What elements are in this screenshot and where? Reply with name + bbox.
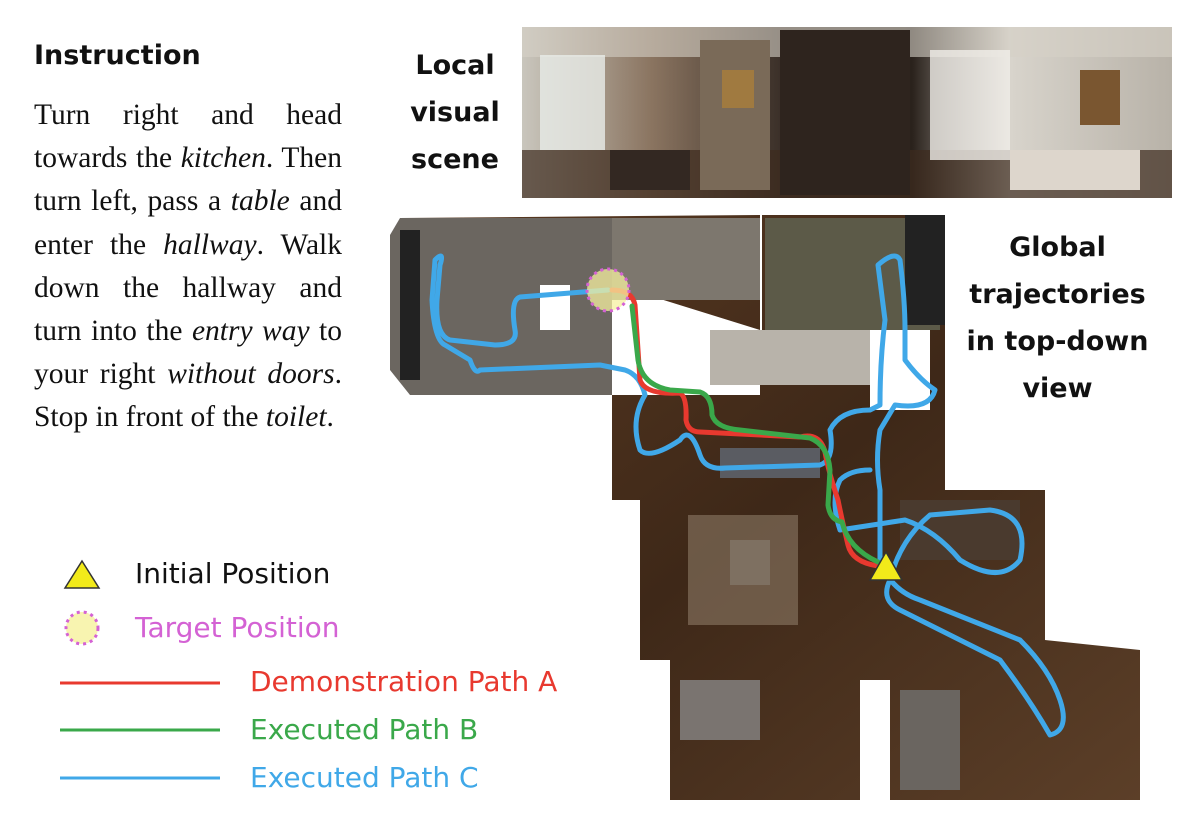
legend-target: Target Position (135, 611, 340, 644)
legend-path-b: Executed Path B (250, 713, 479, 746)
instruction-title: Instruction (34, 40, 201, 71)
legend-initial: Initial Position (135, 557, 331, 590)
target-position-marker (585, 267, 631, 313)
text: . (326, 401, 334, 434)
executed-path-c (429, 253, 1066, 738)
text: Turn right and head towards the (34, 99, 342, 175)
label-line: Local (415, 50, 495, 81)
keyword: kitchen (180, 142, 266, 175)
keyword: hallway (163, 228, 257, 261)
panorama-image (522, 27, 1172, 198)
instruction-text: Turn right and head towards the kitchen.… (34, 94, 342, 440)
label-line: trajectories (969, 279, 1146, 310)
text: to your right (34, 315, 342, 391)
legend-path-a: Demonstration Path A (250, 665, 558, 698)
text: . Then turn left, pass a (34, 142, 342, 218)
text: . Walk down the hallway and turn into th… (34, 228, 342, 348)
label-line: Global (1009, 232, 1106, 263)
text: and enter the (34, 185, 343, 261)
label-line: view (1022, 373, 1093, 404)
legend-path-c: Executed Path C (250, 761, 479, 794)
label-line: scene (411, 144, 499, 175)
keyword: without doors (167, 358, 335, 391)
text: . Stop in front of the (34, 358, 342, 434)
floor-plan-map (390, 215, 1140, 800)
keyword: entry way (191, 315, 310, 348)
label-line: in top-down (966, 326, 1149, 357)
legend-target-icon (64, 610, 100, 646)
local-scene-label: Local visual scene (395, 42, 515, 183)
initial-position-marker (868, 550, 904, 581)
global-trajectory-label: Global trajectories in top-down view (945, 224, 1170, 412)
executed-path-b (629, 303, 881, 565)
label-line: visual (410, 97, 500, 128)
legend-triangle-icon (63, 559, 101, 589)
keyword: table (230, 185, 290, 218)
keyword: toilet (265, 401, 327, 434)
